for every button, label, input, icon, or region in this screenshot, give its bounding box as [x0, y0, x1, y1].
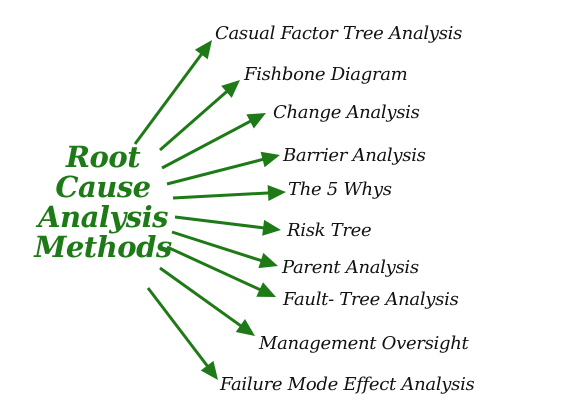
center-title: Root Cause Analysis Methods — [28, 142, 178, 262]
arrow-shaft-5 — [172, 191, 271, 200]
arrow-shaft-2 — [159, 89, 229, 152]
method-label-casual-factor-tree: Casual Factor Tree Analysis — [215, 23, 463, 44]
arrow-head-6 — [262, 219, 281, 236]
method-label-barrier-analysis: Barrier Analysis — [283, 145, 426, 166]
method-label-fault-tree: Fault- Tree Analysis — [283, 289, 459, 310]
method-label-parent-analysis: Parent Analysis — [282, 257, 419, 278]
center-title-line-4: Methods — [34, 230, 172, 264]
arrow-shaft-8 — [166, 245, 263, 292]
arrow-head-7 — [258, 252, 278, 269]
arrow-head-10 — [200, 360, 218, 380]
method-label-change-analysis: Change Analysis — [273, 102, 420, 123]
arrow-shaft-9 — [159, 266, 243, 328]
arrow-head-9 — [235, 319, 255, 336]
arrow-head-3 — [246, 113, 266, 129]
arrow-shaft-4 — [166, 157, 265, 186]
arrow-head-2 — [221, 80, 240, 98]
arrow-head-4 — [260, 151, 280, 168]
arrow-head-8 — [256, 282, 276, 297]
method-label-5-whys: The 5 Whys — [288, 179, 392, 200]
arrow-head-1 — [194, 40, 212, 60]
center-title-line-3: Analysis — [38, 200, 168, 234]
center-title-line-2: Cause — [55, 170, 151, 204]
method-label-management-oversight: Management Oversight — [259, 333, 469, 354]
arrow-head-5 — [267, 184, 286, 201]
arrow-shaft-1 — [133, 51, 204, 145]
arrow-shaft-6 — [174, 215, 266, 230]
arrow-shaft-7 — [171, 230, 264, 263]
method-label-fishbone: Fishbone Diagram — [244, 64, 408, 85]
center-title-line-1: Root — [65, 140, 141, 174]
arrow-shaft-10 — [146, 287, 210, 369]
method-label-failure-mode: Failure Mode Effect Analysis — [220, 374, 475, 395]
arrow-shaft-3 — [161, 119, 253, 170]
method-label-risk-tree: Risk Tree — [287, 220, 372, 241]
